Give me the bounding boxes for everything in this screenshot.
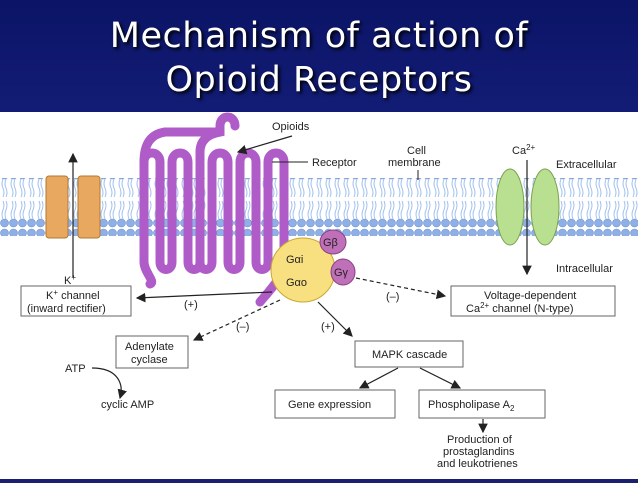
mechanism-diagram: K+ Ca2+ Opioids Receptor Cell membrane E… <box>0 112 638 470</box>
slide-title: Mechanism of action of Opioid Receptors <box>0 0 638 112</box>
mapk-box <box>354 340 464 368</box>
intracellular-label: Intracellular <box>556 263 613 275</box>
phospholipase-label: Phospholipase A2 <box>428 399 515 413</box>
adenylate-cyclase-box <box>115 335 189 369</box>
cell-membrane-label-1: Cell <box>407 145 426 157</box>
phospholipase-box <box>418 389 546 419</box>
k-channel-label-1: K+ channel <box>46 288 100 302</box>
cell-membrane-label-2: membrane <box>388 157 441 169</box>
k-channel-protein <box>45 175 101 239</box>
production-label-1: Production of <box>447 434 513 446</box>
camp-label: cyclic AMP <box>101 399 154 411</box>
title-line-1: Mechanism of action of <box>109 16 529 56</box>
k-channel-label-2: (inward rectifier) <box>27 303 106 315</box>
adenylate-label-2: cyclase <box>131 354 168 366</box>
production-label-3: and leukotrienes <box>437 458 518 470</box>
gene-expression-box <box>274 389 396 419</box>
adenylate-label-1: Adenylate <box>125 341 174 353</box>
mapk-label: MAPK cascade <box>372 349 447 361</box>
g-alpha-i-label: Gαi <box>286 254 303 266</box>
k-channel-plus: (+) <box>184 299 198 311</box>
ca-ion-label: Ca2+ <box>512 143 536 157</box>
diagram-panel: K+ Ca2+ Opioids Receptor Cell membrane E… <box>0 112 638 479</box>
atp-label: ATP <box>65 363 86 375</box>
gene-expression-label: Gene expression <box>288 399 371 411</box>
title-line-2: Opioid Receptors <box>165 60 473 100</box>
vdcc-label-2: Ca2+ channel (N-type) <box>466 301 574 315</box>
g-beta-label: Gβ <box>323 237 338 249</box>
vdcc-label-1: Voltage-dependent <box>484 290 576 302</box>
extracellular-label: Extracellular <box>556 159 617 171</box>
k-ion-label: K+ <box>64 273 76 287</box>
adenylate-minus: (–) <box>236 321 249 333</box>
ca-channel-protein <box>495 168 560 246</box>
receptor-label: Receptor <box>312 157 357 169</box>
g-gamma-label: Gγ <box>334 267 349 279</box>
vdcc-box <box>450 285 616 317</box>
vdcc-minus: (–) <box>386 291 399 303</box>
production-label-2: prostaglandins <box>443 446 515 458</box>
opioids-label: Opioids <box>272 121 310 133</box>
k-channel-box <box>20 285 132 317</box>
g-alpha-o-label: Gαo <box>286 277 307 289</box>
mapk-plus: (+) <box>321 321 335 333</box>
g-beta-subunit <box>319 229 347 255</box>
g-gamma-subunit <box>330 258 356 286</box>
